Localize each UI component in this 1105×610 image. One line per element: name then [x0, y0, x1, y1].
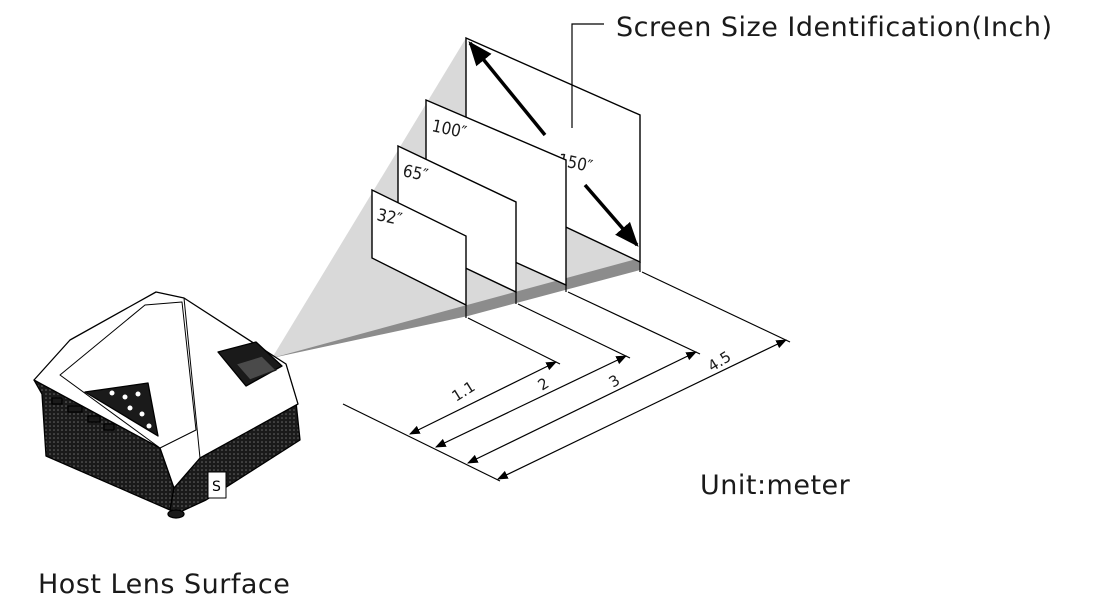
distance-arrow-2: [435, 355, 627, 448]
distance-dimensions: 1.1 2 3 4.5: [342, 271, 791, 482]
distance-label-2: 2: [535, 374, 553, 394]
distance-label-4: 4.5: [705, 347, 735, 375]
diagonal-arrow-upper: [468, 41, 547, 137]
diagram-title: Screen Size Identification(Inch): [616, 12, 1053, 43]
distance-label-1: 1.1: [449, 377, 479, 405]
projector-top-panel: [59, 301, 197, 449]
distance-arrow-3: [467, 351, 697, 464]
screen-150: 150″: [465, 36, 641, 272]
projector-lens: [235, 355, 277, 381]
diagonal-arrow-lower: [583, 183, 639, 247]
distance-arrow-1: [409, 361, 557, 435]
projector-badge-glyph: S: [212, 479, 221, 495]
control-panel: [84, 382, 159, 437]
distance-arrow-4: [497, 339, 787, 480]
lens-surface-label: Host Lens Surface: [38, 569, 290, 600]
title-callout: Screen Size Identification(Inch): [571, 12, 1053, 128]
projector: S: [33, 291, 301, 519]
projector-ports: [51, 397, 115, 431]
screen-32: 32″: [371, 188, 467, 318]
unit-label: Unit:meter: [700, 470, 851, 501]
projector-badge: [207, 471, 227, 499]
light-beam-lower: [272, 258, 640, 358]
